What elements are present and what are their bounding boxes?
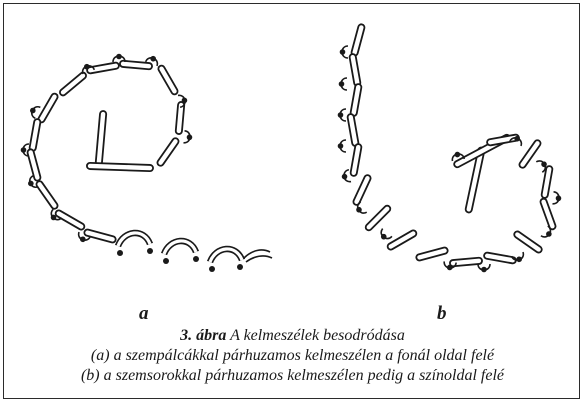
diagram-b bbox=[338, 27, 562, 272]
figure-caption: 3. ábra A kelmeszélek besodródása (a) a … bbox=[0, 326, 585, 386]
panel-label-a: a bbox=[139, 303, 149, 325]
caption-number: 3. ábra bbox=[180, 327, 226, 344]
panel-label-b: b bbox=[437, 303, 447, 325]
caption-line-b: (b) a szemsorokkal párhuzamos kelmeszéle… bbox=[0, 366, 585, 386]
caption-line-a: (a) a szempálcákkal párhuzamos kelmeszél… bbox=[0, 346, 585, 366]
diagram-a bbox=[21, 54, 272, 272]
caption-title-line: 3. ábra A kelmeszélek besodródása bbox=[0, 326, 585, 346]
caption-title: A kelmeszélek besodródása bbox=[230, 327, 405, 344]
